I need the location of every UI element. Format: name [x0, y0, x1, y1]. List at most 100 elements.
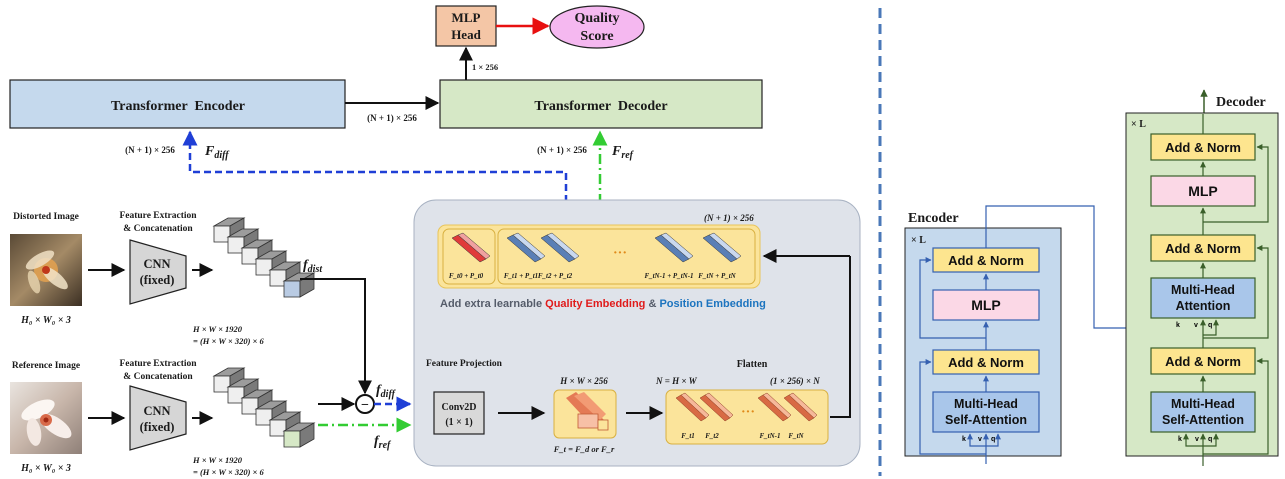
blue-dashed-to-encoder — [182, 130, 568, 224]
svg-text:MLP: MLP — [1188, 183, 1218, 199]
svg-text:v: v — [978, 436, 982, 443]
decoder-mha-kvq: k v q — [1176, 322, 1212, 329]
arrow-flatten-up — [830, 256, 851, 418]
svg-text:Multi-Head: Multi-Head — [1171, 283, 1235, 297]
feat-dim-top-2: = (H × W × 320) × 6 — [193, 336, 265, 346]
feat-dim-top-1: H × W × 1920 — [192, 324, 243, 334]
token-label: F_t1 + P_t1 — [504, 272, 538, 280]
encoder-mlp: MLP — [932, 289, 1040, 321]
feature-stack-ref — [212, 367, 316, 448]
reference-title: Reference Image — [12, 361, 80, 371]
flatten-rod — [675, 392, 710, 422]
svg-text:MLP: MLP — [971, 297, 1001, 313]
flatten-rod — [699, 392, 734, 422]
flatten-rod — [783, 392, 818, 422]
feat-title-4: & Concatenation — [123, 372, 193, 382]
svg-text:Add & Norm: Add & Norm — [1165, 241, 1241, 256]
dim-1x256: 1 × 256 — [472, 62, 498, 72]
token-rod — [654, 232, 694, 263]
dim-enc-dec: (N + 1) × 256 — [367, 113, 417, 123]
flatten-dots: ··· — [741, 405, 755, 420]
decoder-mhsa-kvq: k v q — [1178, 436, 1212, 443]
svg-text:Conv2D: Conv2D — [441, 402, 476, 413]
dim-dec-in: (N + 1) × 256 — [537, 145, 587, 155]
feat-title-2: & Concatenation — [123, 224, 193, 234]
arrow-fdist-to-minus — [300, 278, 372, 395]
distorted-dim: H₀ × W₀ × 3 — [20, 315, 71, 326]
decoder-title: Decoder — [1216, 95, 1266, 110]
transformer-encoder: Transformer Encoder — [9, 79, 346, 129]
svg-text:Head: Head — [451, 27, 481, 42]
svg-text:(1 × 1): (1 × 1) — [445, 417, 472, 428]
feature-stack-dist — [212, 217, 316, 298]
f-dist-label: fdist — [303, 258, 323, 275]
encoder-title: Encoder — [908, 211, 959, 226]
svg-text:Self-Attention: Self-Attention — [945, 413, 1027, 427]
svg-text:CNN: CNN — [143, 404, 170, 418]
feature-projection-title: Feature Projection — [426, 359, 503, 369]
distorted-image — [10, 234, 82, 306]
svg-text:Add & Norm: Add & Norm — [1165, 354, 1241, 369]
feature-cube — [282, 422, 316, 448]
svg-text:Self-Attention: Self-Attention — [1162, 413, 1244, 427]
svg-text:k: k — [962, 436, 966, 443]
decoder-mlp: MLP — [1150, 175, 1256, 207]
svg-text:CNN: CNN — [143, 257, 170, 271]
quality-score: Quality Score — [549, 5, 645, 49]
transformer-decoder: Transformer Decoder — [439, 79, 763, 129]
flatten-label: F_t2 — [705, 432, 719, 440]
svg-text:k: k — [1178, 436, 1182, 443]
decoder-add-norm-1: Add & Norm — [1150, 133, 1256, 161]
token-rod — [451, 232, 491, 263]
token-rod — [506, 232, 546, 263]
svg-text:(fixed): (fixed) — [140, 420, 175, 434]
decoder-add-norm-3: Add & Norm — [1150, 347, 1256, 375]
F-diff-label: Fdiff — [204, 144, 230, 161]
token-label: F_t2 + P_t2 — [538, 272, 573, 280]
decoder-add-norm-2: Add & Norm — [1150, 234, 1256, 262]
svg-text:q: q — [1208, 322, 1212, 329]
flatten-label: F_tN — [788, 432, 804, 440]
svg-text:Attention: Attention — [1176, 299, 1231, 313]
token-rod — [540, 232, 580, 263]
conv2d-box: Conv2D (1 × 1) — [433, 391, 485, 435]
encoder-add-norm-top: Add & Norm — [932, 247, 1040, 273]
f-ref-small-label: fref — [374, 434, 392, 451]
feat-title-3: Feature Extraction — [119, 359, 197, 369]
flat-dim: (1 × 256) × N — [770, 376, 820, 386]
F-ref-label: Fref — [611, 144, 635, 161]
flatten-label: F_tN-1 — [760, 432, 781, 440]
token-dots: ··· — [613, 246, 627, 261]
encoder-mhsa: Multi-Head Self-Attention — [932, 391, 1040, 433]
encoder-add-norm-bottom: Add & Norm — [932, 349, 1040, 375]
decoder-connections — [1183, 114, 1269, 466]
svg-text:Multi-Head: Multi-Head — [954, 397, 1018, 411]
feat-dim-bot-1: H × W × 1920 — [192, 455, 243, 465]
flatten-rod — [757, 392, 792, 422]
svg-text:Add & Norm: Add & Norm — [1165, 140, 1241, 155]
embedding-caption: Add extra learnable Quality Embedding & … — [440, 298, 766, 310]
distorted-title: Distorted Image — [13, 212, 79, 222]
svg-text:v: v — [1195, 436, 1199, 443]
cnn-top: CNN (fixed) — [129, 239, 187, 305]
decoder-times-l: × L — [1131, 119, 1146, 130]
flatten-title: Flatten — [737, 359, 768, 370]
svg-text:Score: Score — [580, 29, 613, 44]
decoder-mha: Multi-Head Attention — [1150, 277, 1256, 319]
token-rod — [702, 232, 742, 263]
svg-text:(fixed): (fixed) — [140, 273, 175, 287]
proj-dim: H × W × 256 — [559, 376, 608, 386]
feat-title-1: Feature Extraction — [119, 211, 197, 221]
cnn-bottom: CNN (fixed) — [129, 385, 187, 451]
svg-text:Quality: Quality — [574, 11, 619, 26]
svg-text:Add & Norm: Add & Norm — [948, 355, 1024, 370]
token-label: F_tN-1 + P_tN-1 — [644, 272, 693, 280]
encoder-kvq: k v q — [962, 436, 995, 443]
svg-text:MLP: MLP — [452, 10, 481, 25]
svg-text:q: q — [1208, 436, 1212, 443]
subtract-node: − — [355, 394, 375, 414]
decoder-mhsa: Multi-Head Self-Attention — [1150, 391, 1256, 433]
